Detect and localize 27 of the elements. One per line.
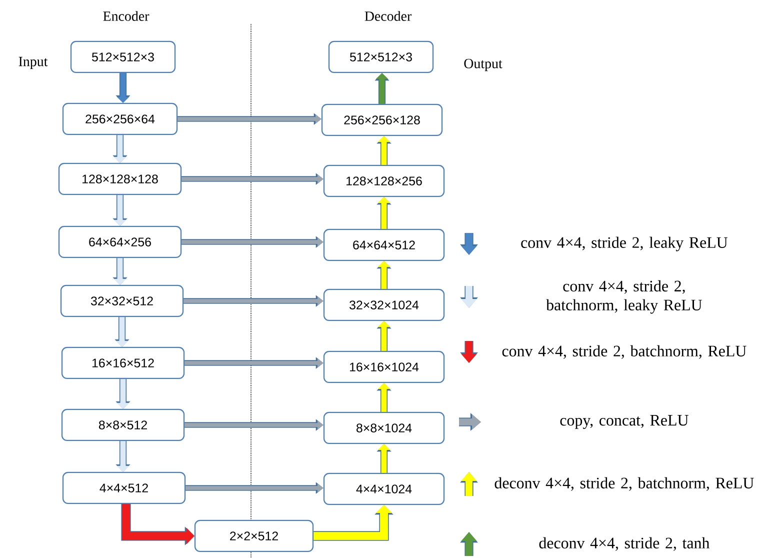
layer-box: 512×512×3 <box>70 40 176 74</box>
layer-box: 128×128×128 <box>58 162 182 196</box>
layer-box: 16×16×512 <box>61 346 185 380</box>
legend-text: conv 4×4, stride 2, leaky ReLU <box>521 236 728 252</box>
layer-box: 32×32×1024 <box>323 288 445 322</box>
layer-box: 16×16×1024 <box>323 350 445 384</box>
layer-box: 256×256×128 <box>321 104 443 136</box>
layer-box: 8×8×1024 <box>323 412 445 444</box>
side-label: Output <box>464 58 502 72</box>
layer-box: 2×2×512 <box>194 520 314 552</box>
column-heading: Encoder <box>103 11 150 21</box>
layer-box: 4×4×1024 <box>323 472 445 506</box>
layer-box: 128×128×256 <box>323 164 445 198</box>
side-label: Input <box>18 56 48 70</box>
legend-text: deconv 4×4, stride 2, batchnorm, ReLU <box>494 477 754 491</box>
layer-box: 8×8×512 <box>61 408 185 442</box>
legend-text: conv 4×4, stride 2, batchnorm, ReLU <box>502 345 746 359</box>
layer-box: 64×64×256 <box>58 226 182 258</box>
legend-text: copy, concat, ReLU <box>560 415 688 429</box>
layer-box: 64×64×512 <box>323 228 445 262</box>
legend-text: deconv 4×4, stride 2, tanh <box>539 537 710 551</box>
layer-box: 32×32×512 <box>60 284 184 318</box>
layer-box: 256×256×64 <box>62 102 178 136</box>
layer-box: 4×4×512 <box>62 472 186 504</box>
column-heading: Decoder <box>364 11 412 21</box>
layer-box: 512×512×3 <box>328 40 434 74</box>
legend-text: conv 4×4, stride 2, batchnorm, leaky ReLU <box>546 280 702 314</box>
